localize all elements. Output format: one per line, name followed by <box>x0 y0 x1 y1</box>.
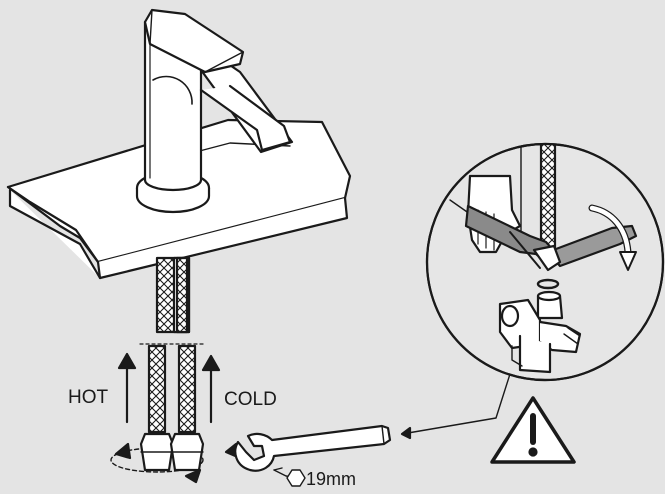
hose-nuts <box>110 432 242 484</box>
supply-hoses <box>139 256 206 434</box>
detail-circle <box>425 142 665 382</box>
hexagon-icon <box>286 469 306 487</box>
faucet <box>135 8 294 214</box>
detail-leader <box>400 373 511 440</box>
hot-label: HOT <box>68 387 109 408</box>
wrench <box>234 424 392 472</box>
wrench-size-label: 19mm <box>306 469 357 489</box>
flow-arrows <box>117 352 221 424</box>
warning-triangle-icon <box>490 396 576 464</box>
cold-label: COLD <box>224 389 277 410</box>
